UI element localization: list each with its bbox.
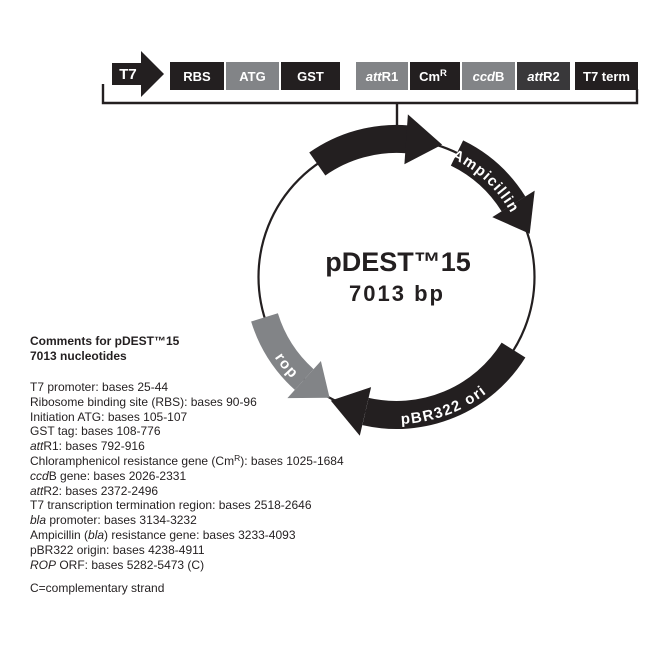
plasmid-size: 7013 bp	[349, 281, 445, 306]
comment-line: T7 transcription termination region: bas…	[30, 498, 312, 513]
comments-heading-line1: Comments for pDEST™15	[30, 334, 180, 348]
comments-section: Comments for pDEST™15 7013 nucleotides T…	[30, 334, 344, 596]
box-attr1-label: attR1	[366, 69, 399, 84]
map-bracket	[101, 84, 639, 105]
plasmid-diagram: T7 RBS ATG GST attR1 CmR ccdB attR2 T7 t…	[101, 51, 639, 436]
box-attr2	[517, 62, 570, 90]
t7-promoter-arrow	[112, 51, 164, 97]
box-ccdb-label: ccdB	[473, 69, 505, 84]
box-atg-label: ATG	[239, 69, 265, 84]
box-cmr	[410, 62, 460, 90]
comment-line: Chloramphenicol resistance gene (CmR): b…	[30, 453, 344, 468]
t7-promoter-label: T7	[119, 66, 137, 83]
comments-heading-line2: 7013 nucleotides	[30, 348, 127, 363]
pbr322-ori-arrow: pBR322 ori	[330, 342, 526, 436]
comment-line: Ampicillin (bla) resistance gene: bases …	[30, 527, 296, 542]
box-rbs-label: RBS	[183, 69, 211, 84]
comment-line: T7 promoter: bases 25-44	[30, 380, 169, 394]
box-cmr-label: CmR	[419, 68, 447, 84]
box-gst	[281, 62, 340, 90]
comment-line: attR2: bases 2372-2496	[30, 483, 159, 498]
box-rbs	[170, 62, 224, 90]
expression-cassette-arrow	[309, 114, 443, 176]
comments-footnote: C=complementary strand	[30, 581, 165, 596]
comment-line: Ribosome binding site (RBS): bases 90-96	[30, 394, 257, 409]
ampicillin-arrow: Ampicillin	[449, 140, 535, 234]
box-t7-term-label: T7 term	[583, 69, 630, 84]
box-atg	[226, 62, 279, 90]
comment-line: GST tag: bases 108-776	[30, 424, 161, 439]
box-attr2-label: attR2	[527, 69, 560, 84]
box-gst-label: GST	[297, 69, 324, 84]
plasmid-name: pDEST™15	[325, 247, 471, 277]
box-ccdb	[462, 62, 515, 90]
comment-line: attR1: bases 792-916	[30, 439, 145, 454]
comment-line: ccdB gene: bases 2026-2331	[30, 468, 187, 483]
comment-line: pBR322 origin: bases 4238-4911	[30, 542, 205, 557]
linear-map: T7 RBS ATG GST attR1 CmR ccdB attR2 T7 t…	[101, 51, 639, 126]
box-t7-term	[575, 62, 638, 90]
rop-arrow: rop	[251, 312, 330, 399]
comment-line: Initiation ATG: bases 105-107	[30, 409, 188, 424]
box-attr1	[356, 62, 408, 90]
comment-line: ROP ORF: bases 5282-5473 (C)	[30, 557, 205, 572]
circular-map: Ampicillin pBR322 ori rop pDEST™15 7013 …	[251, 114, 536, 436]
comment-line: bla promoter: bases 3134-3232	[30, 513, 197, 528]
